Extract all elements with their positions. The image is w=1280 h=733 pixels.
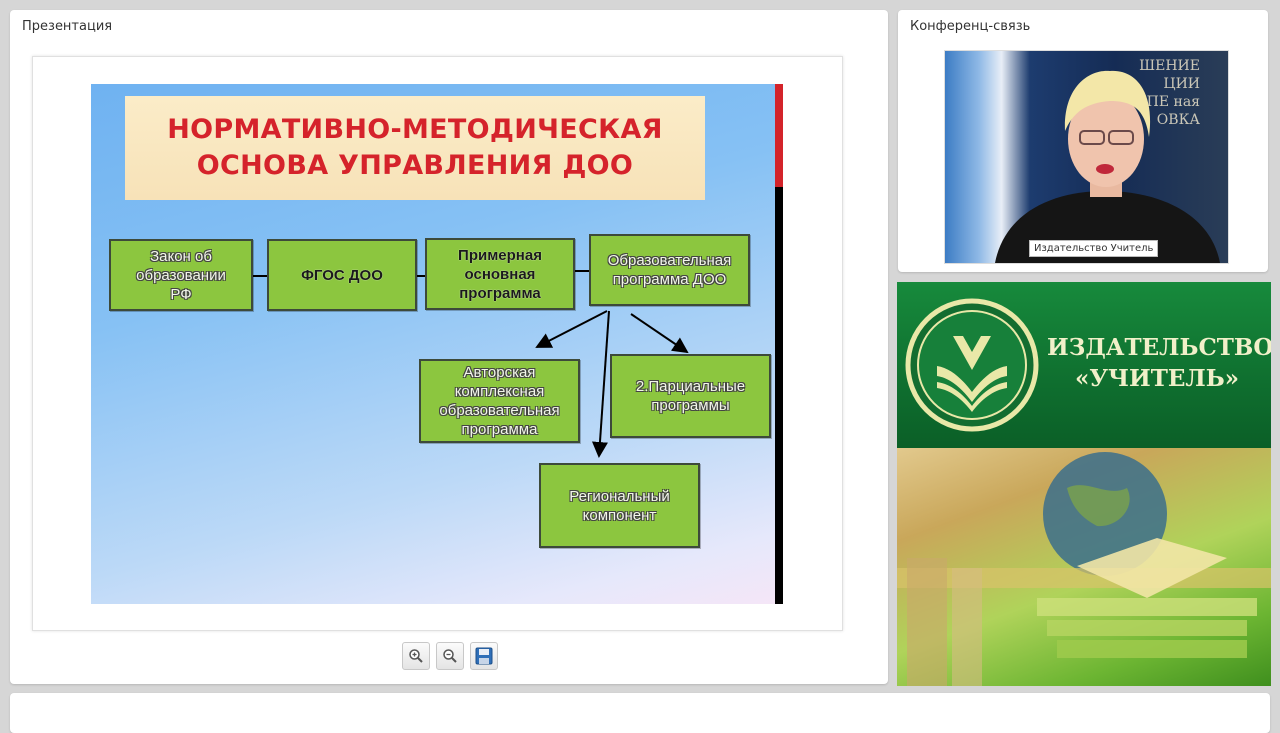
zoom-out-icon [443,649,457,663]
box-law: Закон об образовании РФ [109,239,253,311]
books-globe-illustration [897,452,1271,686]
save-button[interactable] [470,642,498,670]
slide-toolbar [402,642,498,670]
box-regional: Региональный компонент [539,463,700,548]
box-example-program: Примерная основная программа [425,238,575,310]
box-author-program: Авторская комплексная образовательная пр… [419,359,580,443]
slide-edge-black [775,84,783,604]
box-partial-programs: 2.Парциальные программы [610,354,771,438]
video-feed[interactable]: ШЕНИЕ ЦИИ ПЕ ная ОВКА Издательство Учите… [944,50,1229,264]
arrow-edu-partial [630,313,689,354]
zoom-in-button[interactable] [402,642,430,670]
ad-books-image [897,448,1271,686]
box-fgos: ФГОС ДОО [267,239,417,311]
zoom-in-icon [409,649,423,663]
arrow-edu-regional [591,310,610,458]
slide-edge-red [775,84,783,187]
arrow-edu-author [535,310,608,348]
ad-top: ИЗДАТЕЛЬСТВО «УЧИТЕЛЬ» [897,282,1271,448]
conference-title: Конференц-связь [910,19,1031,34]
publisher-name: ИЗДАТЕЛЬСТВО «УЧИТЕЛЬ» [1047,334,1271,392]
publisher-ad-banner[interactable]: ИЗДАТЕЛЬСТВО «УЧИТЕЛЬ» [897,282,1271,686]
publisher-logo-icon [905,298,1039,432]
slide-title: НОРМАТИВНО-МЕТОДИЧЕСКАЯ ОСНОВА УПРАВЛЕНИ… [167,114,663,181]
slide-title-banner: НОРМАТИВНО-МЕТОДИЧЕСКАЯ ОСНОВА УПРАВЛЕНИ… [125,96,705,200]
floppy-disk-icon [475,647,493,665]
conference-panel: Конференц-связь ШЕНИЕ ЦИИ ПЕ ная ОВКА Из… [898,10,1268,272]
presentation-title: Презентация [22,19,113,34]
presentation-panel: Презентация НОРМАТИВНО-МЕТОДИЧЕСКАЯ ОСНО… [10,10,888,684]
background-banner-text: ШЕНИЕ ЦИИ ПЕ ная ОВКА [1139,58,1200,128]
speaker-image [995,70,1220,263]
box-edu-program: Образовательная программа ДОО [589,234,750,306]
slide: НОРМАТИВНО-МЕТОДИЧЕСКАЯ ОСНОВА УПРАВЛЕНИ… [91,84,783,604]
zoom-out-button[interactable] [436,642,464,670]
video-label: Издательство Учитель [1029,240,1159,257]
slide-viewer[interactable]: НОРМАТИВНО-МЕТОДИЧЕСКАЯ ОСНОВА УПРАВЛЕНИ… [32,56,843,631]
bottom-panel [10,693,1270,733]
